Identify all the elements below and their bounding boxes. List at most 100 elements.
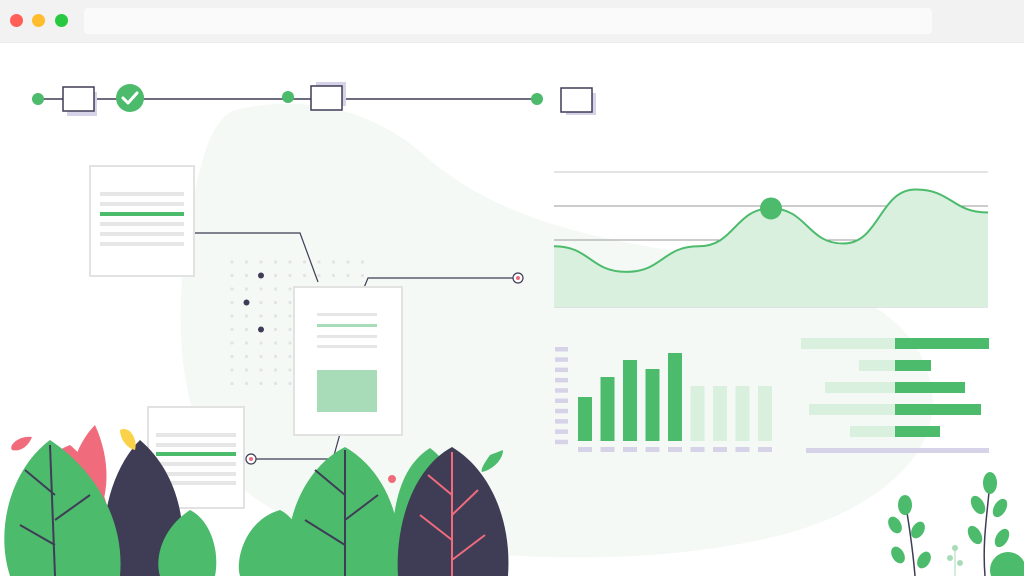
dot-grid-dot	[317, 260, 321, 264]
connector-line	[189, 232, 319, 283]
leaf	[891, 546, 905, 564]
dot-grid-dot	[244, 314, 249, 318]
dot-grid-dot	[244, 273, 249, 278]
hbar-right-mark[interactable]	[895, 382, 965, 393]
bar-mark[interactable]	[600, 377, 615, 441]
bar-mark[interactable]	[668, 353, 682, 441]
bar-x-tick	[713, 447, 727, 452]
bar-mark[interactable]	[578, 397, 592, 441]
dot-grid-dot	[244, 341, 249, 345]
document-line	[317, 313, 377, 316]
dot-grid-dot	[360, 260, 365, 264]
hbar-left-mark[interactable]	[859, 360, 895, 371]
dot-grid-dot	[273, 314, 278, 318]
bar-mark[interactable]	[735, 386, 750, 441]
document-line	[156, 472, 236, 476]
horizontal-bar-chart	[801, 338, 989, 453]
document-line	[100, 222, 184, 226]
background-blob	[180, 103, 933, 558]
dot-grid-dot	[244, 354, 249, 359]
bar-mark[interactable]	[713, 386, 727, 441]
bar-x-tick	[623, 447, 637, 452]
horizontal-bar-chart-bars	[801, 338, 989, 437]
document-card	[293, 286, 403, 436]
timeline	[32, 82, 596, 116]
dot-grid-dot	[230, 314, 234, 318]
dot-grid-dot	[331, 273, 336, 278]
dot-grid-dot	[230, 273, 234, 278]
check-circle-icon[interactable]	[116, 84, 144, 112]
checkmark	[121, 91, 139, 105]
bush	[990, 552, 1024, 576]
timeline-node[interactable]	[282, 91, 294, 103]
bar-mark[interactable]	[690, 386, 705, 441]
dot-grid-dot	[288, 287, 292, 291]
bar-y-tick	[555, 357, 568, 362]
area-chart	[553, 171, 989, 308]
connector-node-core	[516, 276, 520, 280]
hbar-left-mark[interactable]	[850, 426, 895, 437]
bar-mark[interactable]	[623, 360, 637, 441]
bar-mark[interactable]	[645, 369, 660, 441]
hbar-left-mark[interactable]	[801, 338, 895, 349]
hbar-left-mark[interactable]	[809, 404, 895, 415]
dot-grid-dot	[360, 273, 365, 278]
bar-x-tick	[758, 447, 772, 452]
document-line	[100, 242, 184, 246]
dot-grid-dot	[331, 260, 336, 264]
document-line	[317, 345, 377, 348]
document-line	[156, 462, 236, 466]
timeline-step[interactable]	[560, 87, 593, 113]
bar-y-tick	[555, 377, 568, 383]
dot-grid-dot	[288, 341, 292, 345]
dot-grid-dot-dark	[243, 299, 250, 306]
dot-grid-dot	[273, 300, 278, 305]
area-highlight-point[interactable]	[760, 197, 782, 220]
address-bar[interactable]	[84, 8, 932, 34]
hbar-right-mark[interactable]	[895, 360, 931, 371]
leaf	[970, 495, 986, 515]
minimize-window-button[interactable]	[32, 14, 45, 27]
bar-x-tick	[600, 447, 615, 452]
dot-grid-dot	[230, 327, 234, 332]
leaf-vein	[19, 444, 91, 576]
document-line	[100, 202, 184, 206]
bar-mark[interactable]	[758, 386, 772, 441]
document-line-highlight	[156, 452, 236, 456]
document-line	[100, 192, 184, 196]
timeline-step[interactable]	[310, 85, 343, 111]
leaf	[947, 555, 953, 561]
leaf	[917, 551, 931, 569]
bar-y-tick	[555, 439, 568, 445]
hbar-right-mark[interactable]	[895, 404, 981, 415]
area-series-fill	[554, 189, 988, 307]
horizontal-bar-chart-axis	[806, 448, 989, 453]
dot-grid-dot	[273, 341, 278, 345]
dot-grid-dot	[346, 273, 350, 278]
timeline-step[interactable]	[62, 86, 95, 112]
bar-y-tick	[555, 388, 568, 393]
dot-grid-dot	[230, 300, 234, 305]
dot-grid-dot	[273, 327, 278, 332]
bar-x-tick	[578, 447, 592, 452]
leaf	[888, 516, 902, 534]
document-line	[156, 433, 236, 437]
dot-grid-dot	[259, 341, 263, 345]
leaf	[992, 498, 1008, 518]
dot-grid-dot	[288, 314, 292, 318]
close-window-button[interactable]	[10, 14, 23, 27]
timeline-node[interactable]	[32, 93, 44, 105]
hbar-right-mark[interactable]	[895, 426, 940, 437]
zoom-window-button[interactable]	[55, 14, 68, 27]
hbar-left-mark[interactable]	[825, 382, 895, 393]
leaf-vein	[419, 452, 486, 576]
hbar-right-mark[interactable]	[895, 338, 989, 349]
timeline-node[interactable]	[531, 93, 543, 105]
document-icon[interactable]	[293, 286, 403, 436]
bar-chart	[555, 347, 772, 452]
dot-grid-dot	[288, 368, 292, 372]
document-icon[interactable]	[89, 165, 195, 277]
leaf	[158, 510, 217, 576]
